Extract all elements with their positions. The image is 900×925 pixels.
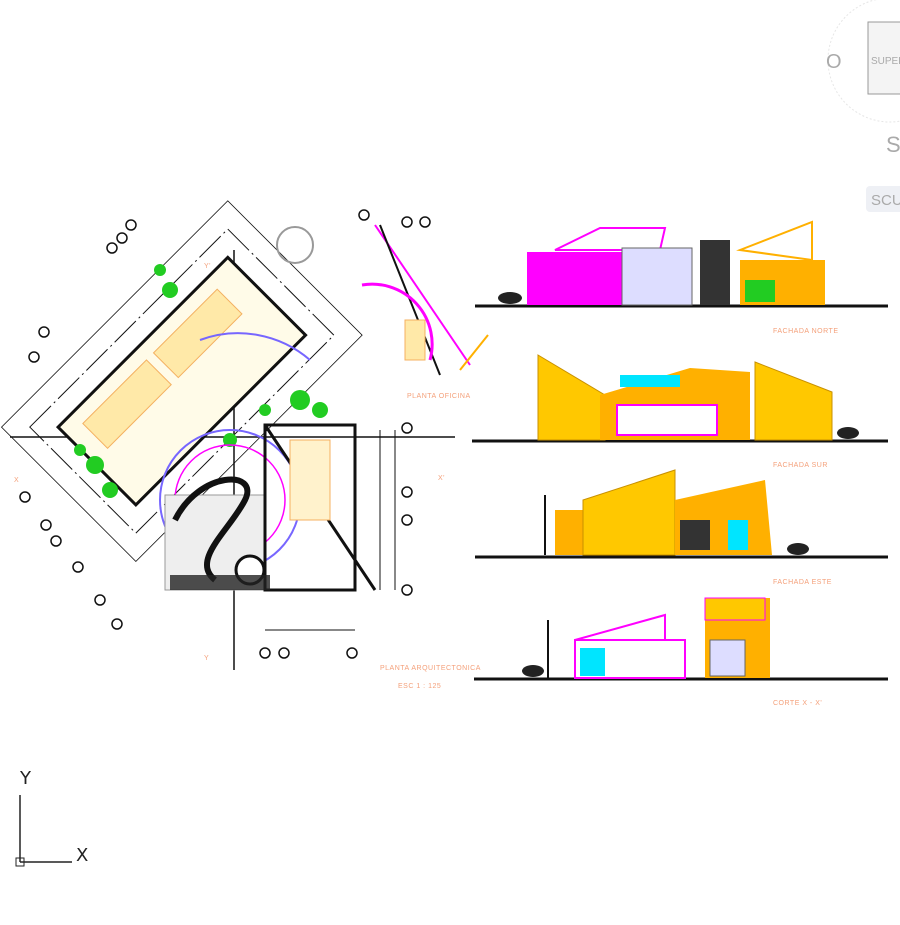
axis-y-top-label: Y' bbox=[204, 263, 211, 270]
compass-south-label[interactable]: S bbox=[886, 132, 900, 157]
elevation-fachada-norte: FACHADA NORTE bbox=[475, 220, 888, 335]
section-title: CORTE X - X' bbox=[773, 700, 822, 707]
right-block bbox=[263, 423, 357, 592]
north-arrow-icon bbox=[276, 226, 314, 264]
curved-wall bbox=[172, 476, 251, 583]
wcs-menu-button[interactable] bbox=[866, 186, 900, 212]
wcs-label: SCU bbox=[871, 192, 900, 209]
elevation-title: FACHADA NORTE bbox=[773, 328, 839, 335]
office-plan: PLANTA OFICINA bbox=[358, 209, 489, 400]
dimension-lines bbox=[29, 228, 335, 534]
ucs-y-label: Y bbox=[19, 768, 32, 789]
elevation-fachada-sur: FACHADA SUR bbox=[472, 354, 888, 469]
ucs-x-label: X bbox=[76, 845, 88, 866]
compass-west-label[interactable]: O bbox=[826, 51, 842, 73]
viewcube-face-label: SUPER bbox=[871, 56, 900, 67]
elevation-title: FACHADA SUR bbox=[773, 462, 828, 469]
section-corte: CORTE X - X' bbox=[474, 597, 888, 707]
viewcube-face[interactable] bbox=[867, 21, 900, 95]
axis-x-left-label: X bbox=[14, 477, 19, 484]
plan-scale: ESC 1 : 125 bbox=[398, 683, 441, 690]
elevation-fachada-este: FACHADA ESTE bbox=[475, 469, 888, 586]
ucs-icon: Y X bbox=[15, 768, 88, 867]
office-plan-title: PLANTA OFICINA bbox=[407, 393, 471, 400]
elevation-title: FACHADA ESTE bbox=[773, 579, 832, 586]
axis-x-right-label: X' bbox=[438, 475, 445, 482]
classroom-area bbox=[82, 359, 172, 449]
floor-plan: Y' Y X X' bbox=[0, 200, 481, 690]
axis-y-bottom-label: Y bbox=[204, 655, 209, 662]
plan-title: PLANTA ARQUITECTONICA bbox=[380, 665, 481, 672]
viewcube-ring[interactable] bbox=[827, 0, 900, 123]
viewcube[interactable]: O SUPER S SCU bbox=[826, 0, 900, 212]
grid-bubbles bbox=[19, 219, 413, 659]
landscaping-trees bbox=[74, 264, 328, 498]
classroom-area bbox=[152, 288, 243, 379]
